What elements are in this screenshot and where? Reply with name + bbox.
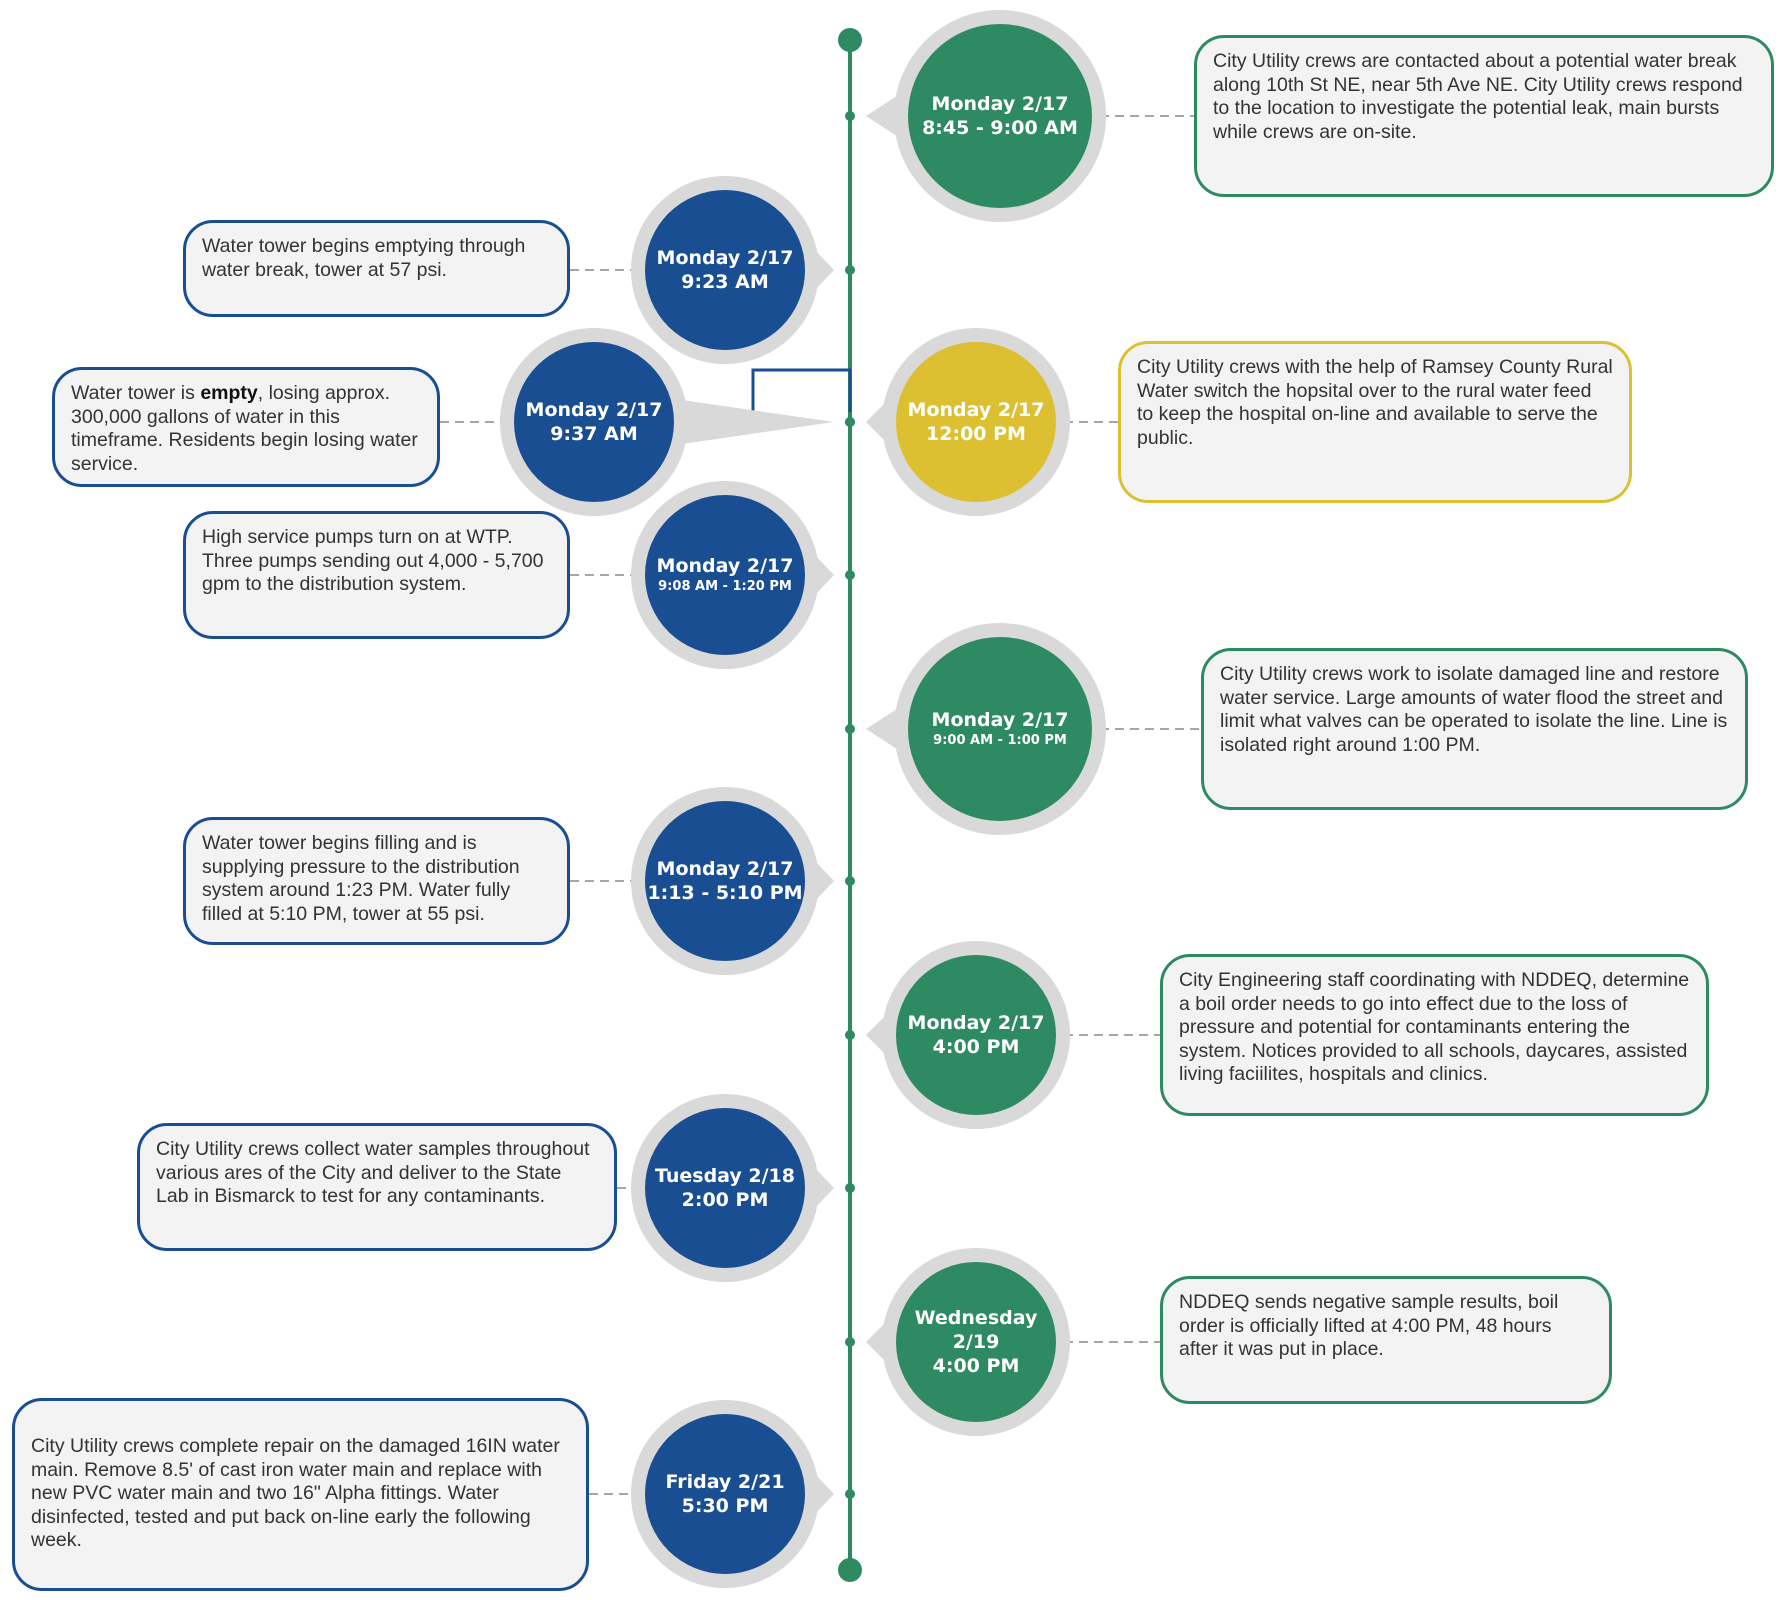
- event-10-text: NDDEQ sends negative sample results, boi…: [1179, 1291, 1559, 1360]
- event-6-circle: [908, 637, 1092, 821]
- event-4-pointer: [866, 400, 888, 444]
- event-8-text: City Engineering staff coordinating with…: [1179, 969, 1690, 1085]
- event-1-description: City Utility crews are contacted about a…: [1194, 35, 1774, 197]
- event-7-text: Water tower begins filling and is supply…: [202, 832, 520, 925]
- event-1-axis-dot: [845, 111, 855, 121]
- event-2-axis-dot: [845, 265, 855, 275]
- event-4-axis-dot: [845, 417, 855, 427]
- event-7-circle: [645, 801, 805, 961]
- event-5-axis-dot: [845, 570, 855, 580]
- timeline-end-dot: [838, 1558, 862, 1582]
- event-3-text-after: , losing approx. 300,000 gallons of wate…: [71, 382, 418, 475]
- event-5-description: High service pumps turn on at WTP. Three…: [183, 511, 570, 639]
- event-3-description: Water tower is empty, losing approx. 300…: [52, 367, 440, 487]
- event-11-circle: [645, 1414, 805, 1574]
- event-2-description: Water tower begins emptying through wate…: [183, 220, 570, 317]
- event-3-circle: [514, 342, 674, 502]
- event-9-circle: [645, 1108, 805, 1268]
- event-11-axis-dot: [845, 1489, 855, 1499]
- event-6-description: City Utility crews work to isolate damag…: [1201, 648, 1748, 810]
- event-3-pointer: [682, 400, 834, 444]
- event-10-axis-dot: [845, 1337, 855, 1347]
- event-7-axis-dot: [845, 876, 855, 886]
- event-2-circle: [645, 190, 805, 350]
- event-1-pointer: [866, 94, 900, 138]
- event-4-description: City Utility crews with the help of Rams…: [1118, 341, 1632, 503]
- event-10-circle: [896, 1262, 1056, 1422]
- event-5-circle: [645, 495, 805, 655]
- event-9-text: City Utility crews collect water samples…: [156, 1138, 590, 1207]
- event-9-axis-dot: [845, 1183, 855, 1193]
- event-8-axis-dot: [845, 1030, 855, 1040]
- event-8-pointer: [866, 1013, 888, 1057]
- event-4-circle: [896, 342, 1056, 502]
- event-11-description: City Utility crews complete repair on th…: [12, 1398, 589, 1591]
- event-1-text: City Utility crews are contacted about a…: [1213, 50, 1743, 143]
- event-9-description: City Utility crews collect water samples…: [137, 1123, 617, 1251]
- event-10-description: NDDEQ sends negative sample results, boi…: [1160, 1276, 1612, 1404]
- event-6-axis-dot: [845, 724, 855, 734]
- event-8-circle: [896, 955, 1056, 1115]
- event-1-circle: [908, 24, 1092, 208]
- event-10-pointer: [866, 1320, 888, 1364]
- timeline-start-dot: [838, 28, 862, 52]
- event-6-text: City Utility crews work to isolate damag…: [1220, 663, 1728, 756]
- event-4-text: City Utility crews with the help of Rams…: [1137, 356, 1613, 449]
- event-5-text: High service pumps turn on at WTP. Three…: [202, 526, 544, 595]
- event-2-text: Water tower begins emptying through wate…: [202, 235, 526, 281]
- event-6-pointer: [866, 707, 900, 751]
- event-8-description: City Engineering staff coordinating with…: [1160, 954, 1709, 1116]
- event-3-text-before: Water tower is: [71, 382, 201, 404]
- event-3-text-bold: empty: [200, 382, 258, 404]
- event-7-description: Water tower begins filling and is supply…: [183, 817, 570, 945]
- event-11-text: City Utility crews complete repair on th…: [31, 1435, 560, 1551]
